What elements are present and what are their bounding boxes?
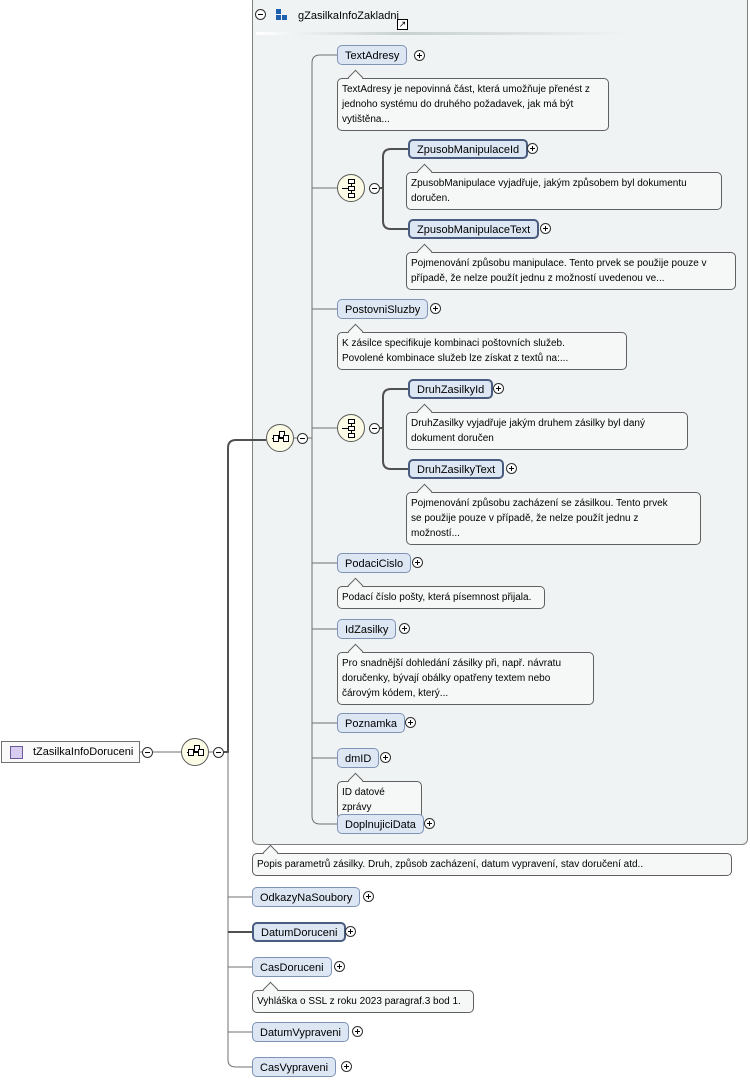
annotation-druh-zasilky-id: DruhZasilky vyjadřuje jakým druhem zásil… (406, 412, 688, 450)
expand-icon[interactable] (493, 383, 504, 394)
annotation-zpusob-manipulace-id: ZpusobManipulace vyjadřuje, jakým způsob… (406, 172, 722, 210)
annotation-postovni-sluzby: K zásilce specifikuje kombinaci poštovní… (337, 332, 627, 370)
expand-icon[interactable] (540, 223, 551, 234)
element-podaci-cislo[interactable]: PodaciCislo (337, 553, 412, 573)
element-dm-id[interactable]: dmID (337, 748, 380, 768)
sequence-collapse-icon[interactable] (213, 747, 224, 758)
expand-icon[interactable] (345, 926, 356, 937)
element-cas-doruceni[interactable]: CasDoruceni (252, 957, 332, 977)
expand-icon[interactable] (527, 143, 538, 154)
annotation-zpusob-manipulace-text: Pojmenování způsobu manipulace. Tento pr… (406, 252, 736, 290)
group-title[interactable]: gZasilkaInfoZakladni (298, 10, 399, 22)
link-arrow-icon[interactable]: ↗ (397, 19, 408, 30)
annotation-cas-doruceni: Vyhláška o SSL z roku 2023 paragraf.3 bo… (252, 990, 474, 1013)
group-title-underline (256, 32, 626, 35)
annotation-dm-id: ID datové zprávy (337, 781, 422, 819)
model-group-icon (276, 9, 288, 21)
expand-icon[interactable] (334, 961, 345, 972)
element-datum-vypraveni[interactable]: DatumVypraveni (252, 1022, 349, 1042)
element-druh-zasilky-id[interactable]: DruhZasilkyId (408, 379, 494, 399)
root-complex-type[interactable]: tZasilkaInfoDoruceni (1, 741, 140, 763)
group-collapse-icon[interactable] (255, 9, 266, 20)
sequence-compositor-icon (266, 424, 294, 452)
element-id-zasilky[interactable]: IdZasilky (337, 619, 397, 639)
annotation-id-zasilky: Pro snadnější dohledání zásilky při, nap… (337, 652, 594, 705)
expand-icon[interactable] (380, 752, 391, 763)
element-odkazy-na-soubory[interactable]: OdkazyNaSoubory (252, 887, 361, 907)
element-zpusob-manipulace-text[interactable]: ZpusobManipulaceText (408, 219, 540, 239)
element-poznamka[interactable]: Poznamka (337, 713, 405, 733)
complex-type-icon (10, 746, 23, 759)
expand-icon[interactable] (412, 557, 423, 568)
root-label: tZasilkaInfoDoruceni (33, 746, 134, 758)
root-collapse-icon[interactable] (142, 747, 153, 758)
choice-compositor-icon (337, 174, 365, 202)
expand-icon[interactable] (424, 818, 435, 829)
expand-icon[interactable] (341, 1061, 352, 1072)
expand-icon[interactable] (506, 463, 517, 474)
element-datum-doruceni[interactable]: DatumDoruceni (252, 922, 347, 942)
annotation-text-adresy: TextAdresy je nepovinná část, která umož… (337, 78, 609, 131)
expand-icon[interactable] (363, 891, 374, 902)
choice-compositor-icon (337, 414, 365, 442)
sequence-collapse-icon[interactable] (297, 433, 308, 444)
expand-icon[interactable] (430, 303, 441, 314)
element-zpusob-manipulace-id[interactable]: ZpusobManipulaceId (408, 139, 529, 159)
annotation-group: Popis parametrů zásilky. Druh, způsob za… (252, 853, 732, 876)
expand-icon[interactable] (405, 717, 416, 728)
choice-collapse-icon[interactable] (369, 423, 380, 434)
element-cas-vypraveni[interactable]: CasVypraveni (252, 1057, 337, 1077)
expand-icon[interactable] (399, 623, 410, 634)
choice-collapse-icon[interactable] (369, 183, 380, 194)
sequence-compositor-icon (181, 738, 209, 766)
expand-icon[interactable] (414, 50, 425, 61)
element-postovni-sluzby[interactable]: PostovniSluzby (337, 299, 429, 319)
element-doplnujici-data[interactable]: DoplnujiciData (337, 814, 424, 834)
expand-icon[interactable] (352, 1026, 363, 1037)
annotation-podaci-cislo: Podací číslo pošty, která písemnost přij… (337, 586, 545, 609)
annotation-druh-zasilky-text: Pojmenování způsobu zacházení se zásilko… (406, 492, 701, 545)
element-druh-zasilky-text[interactable]: DruhZasilkyText (408, 459, 505, 479)
element-text-adresy[interactable]: TextAdresy (337, 45, 408, 65)
